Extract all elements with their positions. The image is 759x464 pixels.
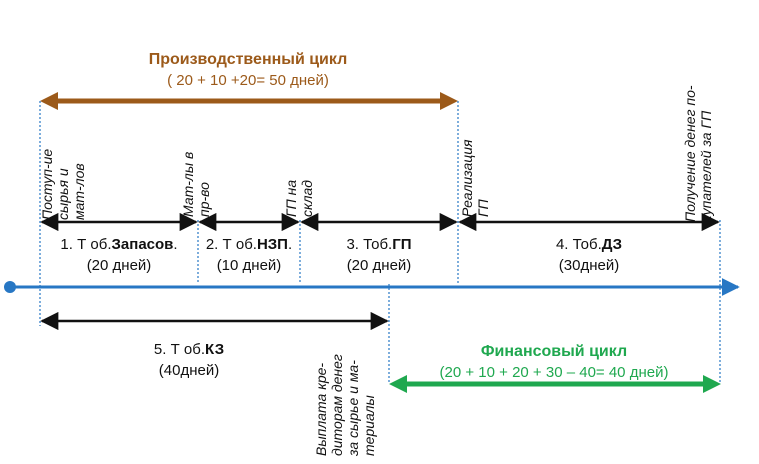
segment-receivables-days: (30дней) [559,257,619,274]
event-to-production-label: Мат-лы в пр-во [180,152,212,217]
event-payment-to-creditors-line-2: диторам денег [329,354,345,456]
segment-arrows [40,212,720,331]
event-to-production-line-2: пр-во [196,182,212,217]
segment-payables-label: 5. Т об.КЗ [154,341,224,358]
event-payment-to-creditors-line-3: за сырье и ма- [345,360,361,457]
event-to-warehouse-label: ГП на склад [283,180,315,217]
dotted-guides [39,101,721,384]
financial-cycle-formula: (20 + 10 + 20 + 30 – 40= 40 дней) [440,364,669,381]
event-to-production-line-1: Мат-лы в [180,152,196,217]
segment-finished-goods-label: 3. Тоб.ГП [346,236,411,253]
event-to-warehouse-line-1: ГП на [283,180,299,217]
segment-wip-days: (10 дней) [217,257,282,274]
event-receipt-line-1: Поступ-ие [39,149,55,220]
segment-receivables-label: 4. Тоб.ДЗ [556,236,622,253]
segment-inventory-label: 1. Т об.Запасов. [60,236,177,253]
event-payment-to-creditors-line-4: териалы [361,394,377,456]
production-cycle-arrow [40,92,458,110]
timeline-start-dot [4,281,16,293]
segment-wip-label: 2. Т об.НЗП. [206,236,292,253]
financial-cycle-arrow [389,375,721,393]
financial-cycle-title: Финансовый цикл [481,343,627,360]
segment-inventory-days: (20 дней) [87,257,152,274]
event-sale-line-2: ГП [475,198,491,217]
event-sale-line-1: Реализация [459,139,475,217]
event-to-warehouse-line-2: склад [299,180,315,217]
event-sale-label: Реализация ГП [459,139,491,217]
production-cycle-title: Производственный цикл [149,51,348,68]
segment-payables-days: (40дней) [159,362,219,379]
production-cycle-formula: ( 20 + 10 +20= 50 дней) [167,72,329,89]
event-receipt-line-3: мат-лов [71,163,87,220]
event-payment-to-creditors-label: Выплата кре- диторам денег за сырье и ма… [313,354,377,457]
segment-finished-goods-days: (20 дней) [347,257,412,274]
timeline-axis [4,278,740,296]
event-payment-received-line-1: Получение денег по- [682,85,698,222]
event-receipt-label: Поступ-ие сырья и мат-лов [39,149,87,220]
event-payment-to-creditors-line-1: Выплата кре- [313,363,329,456]
event-payment-received-line-2: купателей за ГП [698,110,714,222]
event-receipt-line-2: сырья и [55,168,71,220]
event-payment-received-label: Получение денег по- купателей за ГП [682,85,714,222]
